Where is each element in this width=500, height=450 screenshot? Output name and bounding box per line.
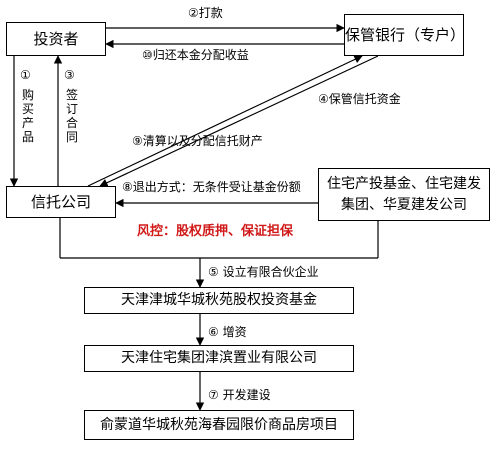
edge-custody-funds: [87, 55, 363, 187]
risk-control-label: 风控：股权质押、保证担保: [137, 224, 294, 239]
sponsors-node: 住宅产投基金、住宅建发集团、华夏建发公司: [318, 168, 490, 221]
capital-increase-label: ⑥ 增资: [208, 325, 247, 339]
liquidation-label: ⑨清算以及分配信托财产: [132, 134, 263, 148]
custodian-bank-node: 保管银行（专户）: [344, 14, 465, 56]
setup-lp-label: ⑤ 设立有限合伙企业: [208, 265, 319, 279]
project-node: 俞蒙道华城秋苑海春园限价商品房项目: [84, 410, 354, 440]
trust-company-node: 信托公司: [6, 186, 116, 218]
sign-contract-num: ③: [64, 68, 75, 82]
investor-node: 投资者: [6, 22, 106, 56]
exit-label: ⑧退出方式：无条件受让基金份额: [122, 180, 301, 194]
edge-liquidation: [99, 55, 379, 187]
fund-node: 天津津城华城秋苑股权投资基金: [84, 287, 354, 314]
custody-funds-label: ④保管信托资金: [318, 92, 401, 106]
return-principal-label: ⑩归还本金分配收益: [142, 48, 249, 62]
develop-label: ⑦ 开发建设: [208, 388, 271, 402]
buy-product-label: 购买产品: [21, 88, 34, 144]
buy-product-num: ①: [20, 68, 31, 82]
project-company-node: 天津住宅集团津滨置业有限公司: [84, 345, 354, 372]
pay-label: ②打款: [188, 6, 223, 20]
sign-contract-label: 签订合同: [65, 88, 78, 144]
